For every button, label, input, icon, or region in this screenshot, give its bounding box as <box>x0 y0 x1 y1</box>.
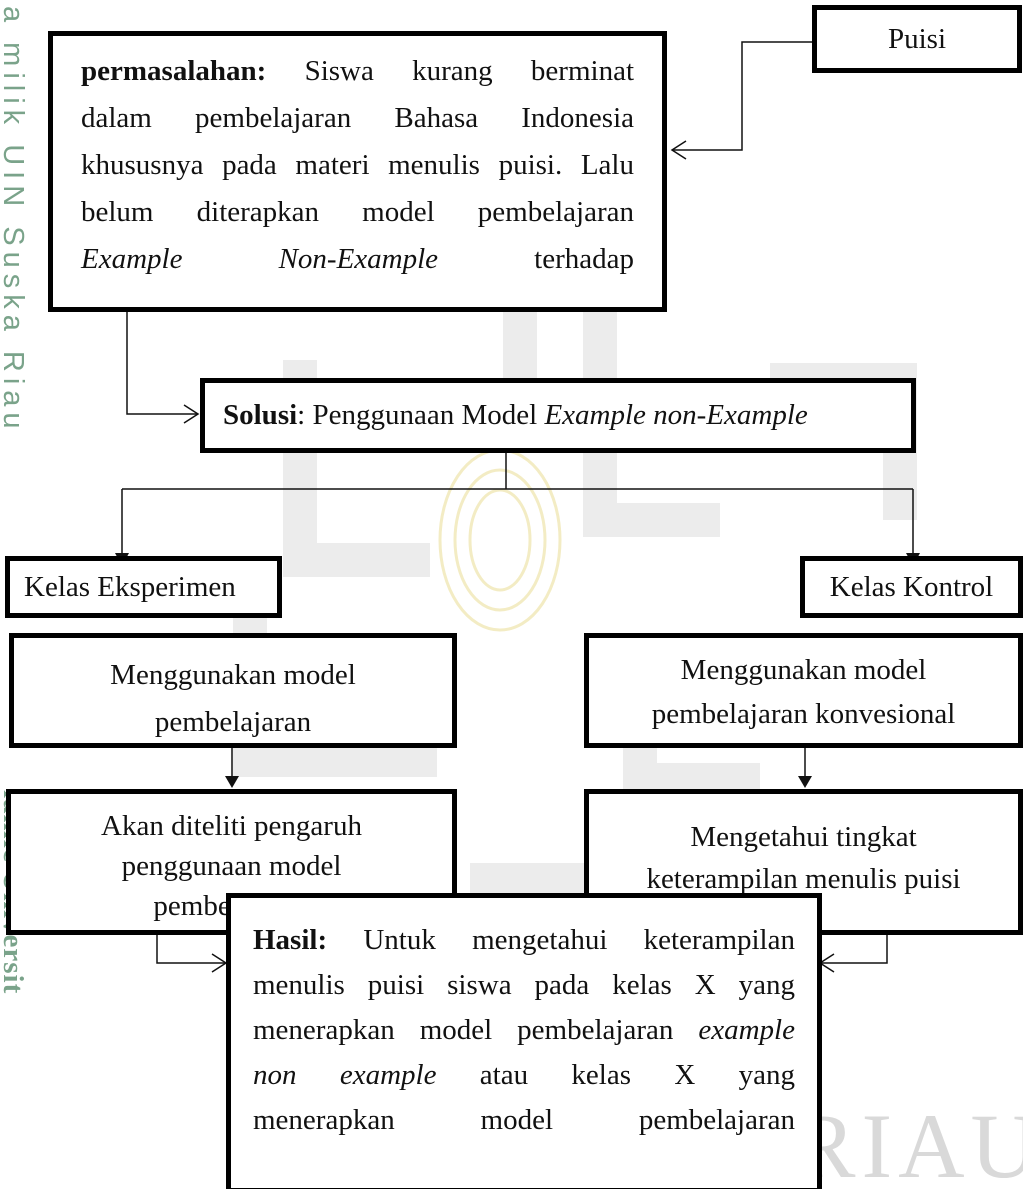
menggunakan-kanan-line-1: Menggunakan model <box>680 654 927 686</box>
kelas-kontrol-box: Kelas Kontrol <box>800 556 1023 618</box>
hasil-italic-3b: example <box>698 1014 795 1046</box>
hasil-box: Hasil: Untuk mengetahui keterampilan men… <box>226 893 822 1189</box>
permasalahan-text-1: Siswa kurang berminat <box>304 55 635 87</box>
watermark-side-text: a milik UIN Suska Riau <box>0 6 29 435</box>
hasil-text-4d: kelas <box>571 1059 632 1091</box>
kelas-eksperimen-label: Kelas Eksperimen <box>24 571 236 603</box>
hasil-text-4f: yang <box>738 1059 795 1091</box>
puisi-label: Puisi <box>887 23 947 55</box>
hasil-line-2: menulis puisi siswa pada kelas X yang <box>253 969 795 1001</box>
hasil-text-5c: pembelajaran <box>638 1104 796 1136</box>
solusi-plain: : Penggunaan Model <box>297 399 545 431</box>
hasil-text-5a: menerapkan <box>253 1104 395 1136</box>
solusi-text: Solusi: Penggunaan Model Example non-Exa… <box>223 383 893 447</box>
permasalahan-text-last: terhadap <box>534 243 634 275</box>
kelas-kontrol-label: Kelas Kontrol <box>829 571 994 603</box>
menggunakan-kanan-line-2: pembelajaran konvesional <box>651 698 956 730</box>
menggunakan-kiri-line-1: Menggunakan model <box>110 659 356 691</box>
solusi-italic: Example non-Example <box>544 399 808 431</box>
solusi-heading: Solusi <box>223 399 298 431</box>
kelas-eksperimen-box: Kelas Eksperimen <box>5 556 282 618</box>
permasalahan-heading: permasalahan: <box>81 55 267 87</box>
watermark-riau: RIAU <box>794 1095 1023 1189</box>
hasil-line-4: non example atau kelas X yang <box>253 1053 795 1098</box>
permasalahan-line-2: dalam pembelajaran Bahasa Indonesia <box>81 102 634 134</box>
permasalahan-line-5: Example Non-Example terhadap <box>81 236 634 283</box>
hasil-italic-4b: example <box>339 1059 437 1091</box>
puisi-box: Puisi <box>812 5 1022 73</box>
permasalahan-line-4: belum diterapkan model pembelajaran <box>81 196 634 228</box>
menggunakan-model-kontrol-box: Menggunakan model pembelajaran konvesion… <box>584 633 1023 748</box>
hasil-text-3a: menerapkan model pembelajaran <box>253 1014 699 1046</box>
solusi-box: Solusi: Penggunaan Model Example non-Exa… <box>200 378 916 453</box>
hasil-text-4c: atau <box>479 1059 529 1091</box>
menggunakan-model-eksperimen-box: Menggunakan model pembelajaran <box>9 633 457 748</box>
hasil-line-1: Hasil: Untuk mengetahui keterampilan <box>253 918 795 963</box>
permasalahan-italic-b: Non-Example <box>278 243 439 275</box>
menggunakan-kiri-line-2: pembelajaran <box>154 706 312 738</box>
diteliti-line-1: Akan diteliti pengaruh <box>101 810 362 842</box>
hasil-heading: Hasil: <box>253 924 328 956</box>
permasalahan-italic-a: Example <box>81 243 183 275</box>
hasil-text-4e: X <box>674 1059 696 1091</box>
diteliti-line-2: penggunaan model <box>121 850 342 882</box>
permasalahan-line-3: khususnya pada materi menulis puisi. Lal… <box>81 149 634 181</box>
hasil-text-5b: model <box>480 1104 554 1136</box>
hasil-text-1: Untuk mengetahui keterampilan <box>363 924 795 956</box>
hasil-italic-4a: non <box>253 1059 297 1091</box>
mengetahui-line-2: keterampilan menulis puisi <box>646 863 961 895</box>
permasalahan-line-1: permasalahan: Siswa kurang berminat <box>81 48 634 95</box>
hasil-line-3: menerapkan model pembelajaran example <box>253 1008 795 1053</box>
mengetahui-line-1: Mengetahui tingkat <box>690 821 917 853</box>
hasil-line-5: menerapkan model pembelajaran <box>253 1098 795 1143</box>
permasalahan-box: permasalahan: Siswa kurang berminat dala… <box>48 31 667 312</box>
